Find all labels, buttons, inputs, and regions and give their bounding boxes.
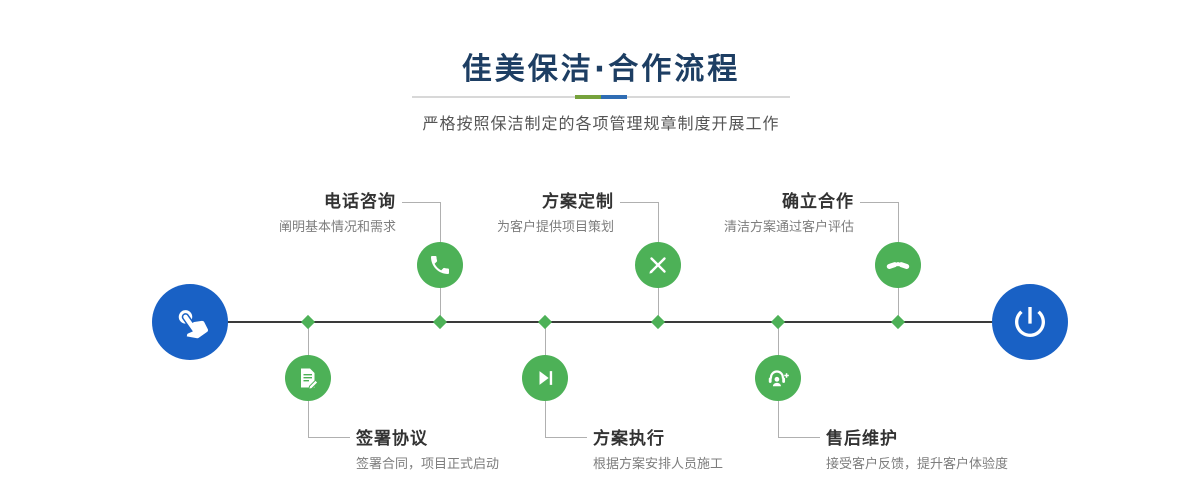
step-plan-custom: 方案定制 为客户提供项目策划 (404, 189, 614, 237)
step-node-handshake (875, 242, 921, 288)
step-node-execute (522, 355, 568, 401)
step-after-sales: 售后维护 接受客户反馈，提升客户体验度 (826, 426, 1126, 474)
step-label: 方案执行 (593, 429, 665, 449)
node-diamond (770, 314, 786, 330)
execute-icon (534, 367, 556, 389)
step-label: 确立合作 (782, 192, 854, 212)
node-diamond (650, 314, 666, 330)
step-desc: 阐明基本情况和需求 (278, 220, 396, 235)
step-node-contract (285, 355, 331, 401)
power-icon (1010, 302, 1050, 342)
connector-hline (860, 202, 898, 203)
contract-icon (296, 366, 320, 390)
connector-hline (308, 437, 350, 438)
step-phone-consult: 电话咨询 阐明基本情况和需求 (186, 189, 396, 237)
node-diamond (300, 314, 316, 330)
step-node-headset (755, 355, 801, 401)
step-plan-execute: 方案执行 根据方案安排人员施工 (593, 426, 893, 474)
node-diamond (432, 314, 448, 330)
step-desc: 根据方案安排人员施工 (593, 457, 724, 472)
step-node-phone (417, 242, 463, 288)
title-divider-accent (575, 95, 627, 99)
step-desc: 接受客户反馈，提升客户体验度 (826, 457, 1009, 472)
connector-hline (545, 437, 587, 438)
node-diamond (537, 314, 553, 330)
handshake-icon (885, 252, 911, 278)
timeline-end-node (992, 284, 1068, 360)
design-icon (646, 253, 670, 277)
timeline-line (190, 321, 1030, 323)
step-desc: 清洁方案通过客户评估 (723, 220, 854, 235)
connector-hline (778, 437, 820, 438)
hand-pointer-icon (172, 304, 209, 340)
page-title: 佳美保洁·合作流程 (461, 52, 741, 87)
step-label: 签署协议 (356, 429, 428, 449)
step-desc: 签署合同，项目正式启动 (356, 457, 500, 472)
node-diamond (890, 314, 906, 330)
connector-hline (620, 202, 658, 203)
timeline-start-node (152, 284, 228, 360)
title-divider (412, 95, 790, 99)
step-node-design (635, 242, 681, 288)
page-subtitle: 严格按照保洁制定的各项管理规章制度开展工作 (422, 114, 780, 133)
step-desc: 为客户提供项目策划 (496, 220, 614, 235)
headset-icon (765, 365, 791, 391)
step-establish-coop: 确立合作 清洁方案通过客户评估 (644, 189, 854, 237)
step-sign-agreement: 签署协议 签署合同，项目正式启动 (356, 426, 656, 474)
step-label: 方案定制 (542, 192, 614, 212)
step-label: 电话咨询 (324, 192, 396, 212)
step-label: 售后维护 (826, 429, 898, 449)
phone-icon (428, 253, 452, 277)
connector-hline (402, 202, 440, 203)
